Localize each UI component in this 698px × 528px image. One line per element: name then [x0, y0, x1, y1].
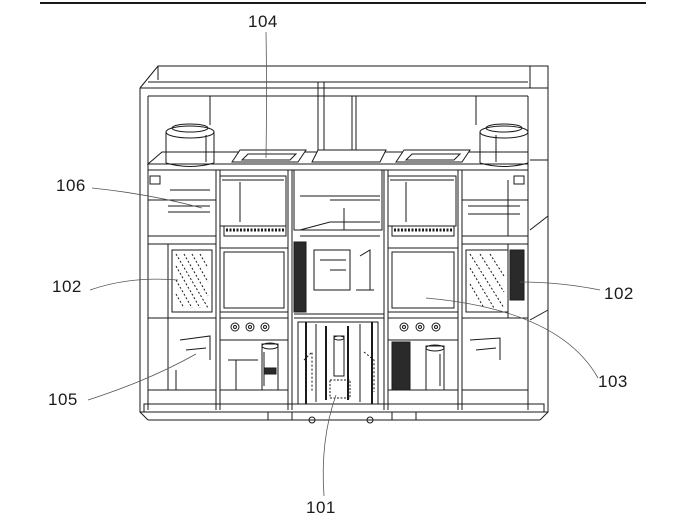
outer-frame — [139, 65, 549, 421]
left-cabinet — [219, 175, 289, 391]
leader-lines — [87, 31, 601, 497]
leader-106 — [91, 187, 203, 209]
callout-103: 103 — [598, 372, 628, 391]
right-bay — [462, 180, 528, 391]
leader-102-right — [519, 281, 601, 291]
right-cabinet — [387, 175, 459, 391]
callout-104: 104 — [248, 12, 278, 31]
leader-103 — [425, 297, 599, 379]
roof-posts — [209, 82, 477, 160]
leader-102-left — [89, 278, 179, 291]
callout-106: 106 — [56, 176, 86, 195]
callout-102-right: 102 — [604, 284, 634, 303]
leader-104 — [265, 31, 267, 159]
leader-105 — [87, 353, 197, 401]
fan-right — [479, 123, 529, 167]
upper-deck — [146, 149, 529, 185]
callout-105: 105 — [48, 390, 78, 409]
page-top-rule — [40, 2, 646, 4]
leader-101 — [322, 394, 337, 497]
left-bay — [148, 189, 216, 391]
callout-101: 101 — [306, 498, 336, 517]
callout-102-left: 102 — [52, 277, 82, 296]
fan-left — [165, 123, 215, 167]
center-section — [293, 169, 384, 424]
